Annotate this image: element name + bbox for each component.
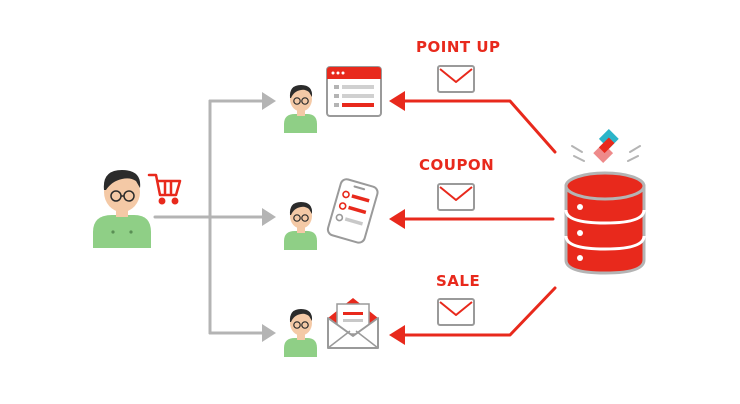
open-envelope-icon (327, 298, 379, 349)
browser-window-icon (326, 66, 382, 117)
mail-icon (437, 183, 475, 211)
phone-coupon-icon (326, 178, 379, 244)
customer-avatar-top (284, 85, 317, 133)
customer-avatar-middle (284, 202, 317, 250)
label-sale: SALE (436, 272, 481, 290)
gray-arrowhead-bottom (262, 324, 276, 342)
red-arrow-top (400, 99, 557, 154)
gray-arrowhead-middle (262, 208, 276, 226)
database-icon (564, 171, 646, 275)
red-arrow-bottom (400, 286, 557, 337)
mail-icon (437, 298, 475, 326)
cart-icon (147, 173, 182, 205)
label-point-up: POINT UP (416, 38, 501, 56)
gray-arrowhead-top (262, 92, 276, 110)
brand-logo (571, 129, 641, 163)
red-arrowhead-middle (389, 209, 405, 229)
customer-avatar-main (93, 170, 151, 248)
gray-connector (153, 99, 264, 335)
red-arrowhead-bottom (389, 325, 405, 345)
red-arrowhead-top (389, 91, 405, 111)
label-coupon: COUPON (419, 156, 495, 174)
mail-icon (437, 65, 475, 93)
customer-avatar-bottom (284, 309, 317, 357)
